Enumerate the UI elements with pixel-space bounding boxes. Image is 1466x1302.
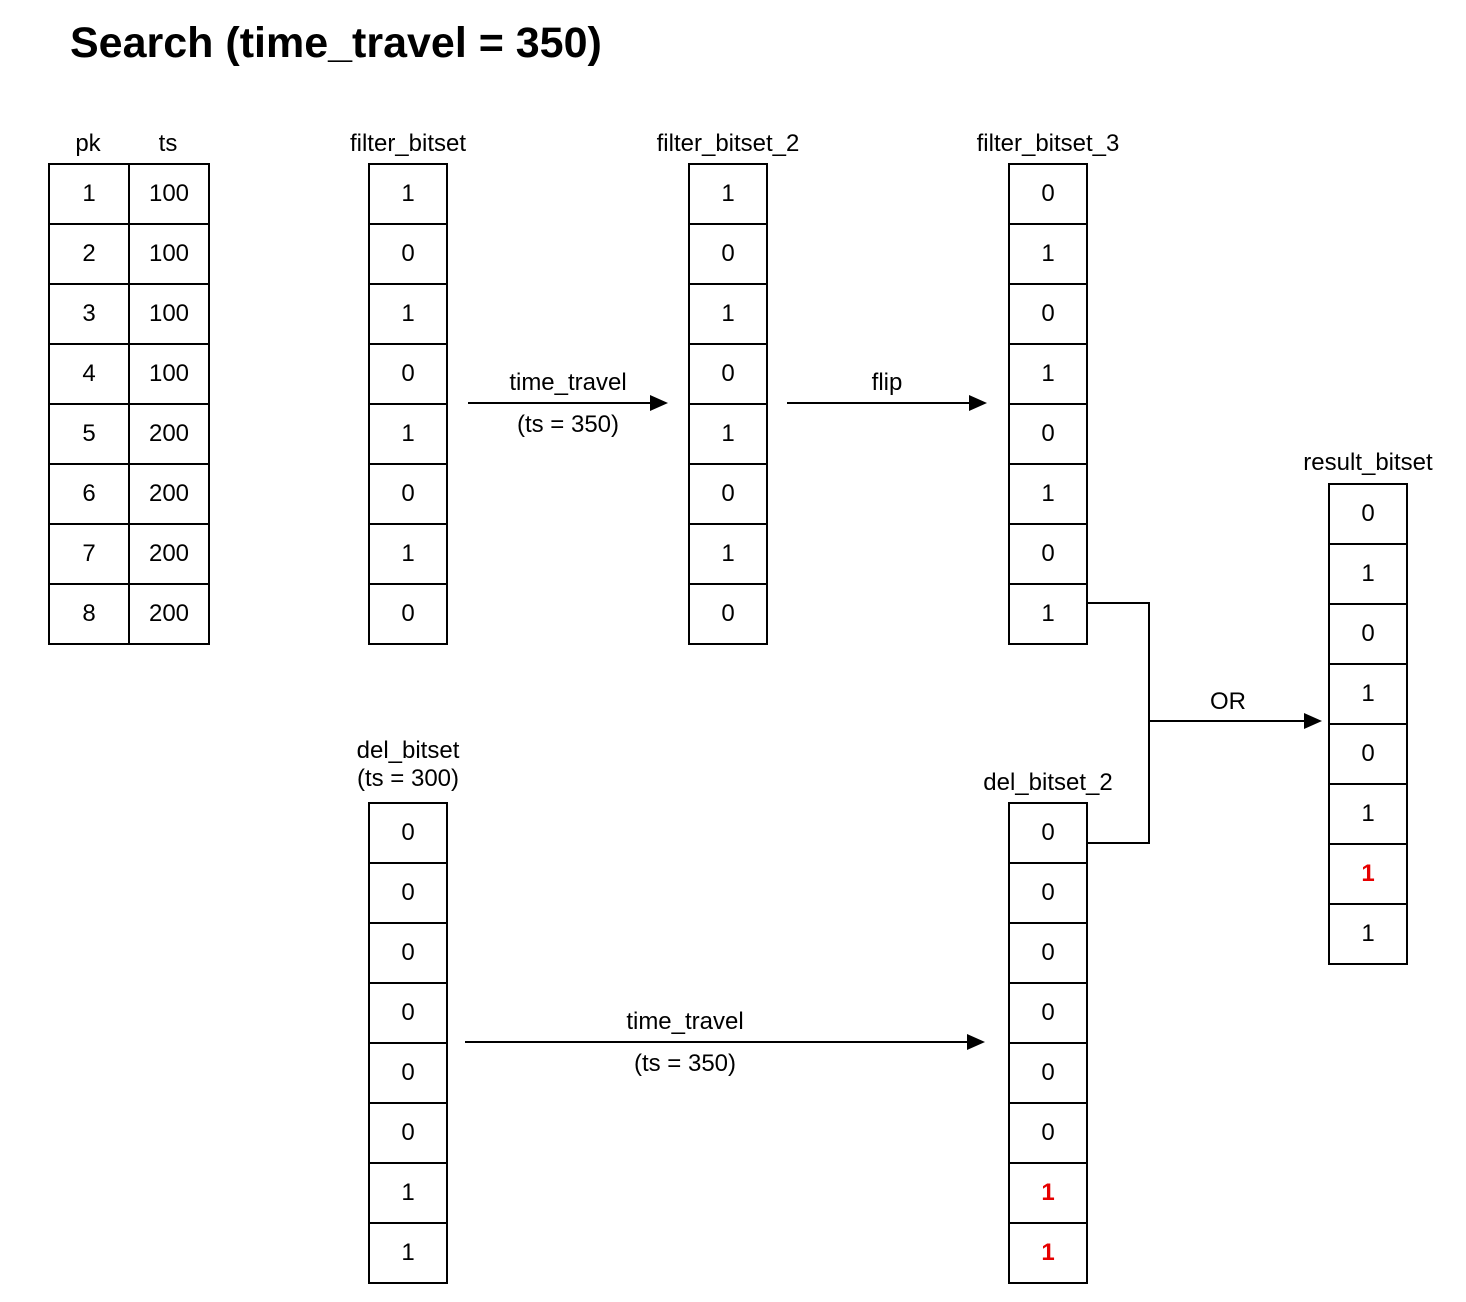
table-cell: 4 — [50, 345, 130, 405]
connector-segment-from-filter — [1088, 602, 1150, 604]
bitset-cell: 0 — [1008, 405, 1088, 465]
table-cell: 100 — [130, 285, 210, 345]
table-cell: 3 — [50, 285, 130, 345]
bitset-cell: 0 — [688, 585, 768, 645]
bitset-cell: 1 — [368, 165, 448, 225]
table-cell: 8 — [50, 585, 130, 645]
table-cell: 100 — [130, 165, 210, 225]
bitset-cell: 1 — [688, 405, 768, 465]
table-header-ts: ts — [158, 130, 178, 157]
arrow-line — [1150, 720, 1306, 722]
bitset-cell: 0 — [1328, 485, 1408, 545]
bitset-column-del-2: 0 0 0 0 0 0 1 1 — [1008, 802, 1088, 1284]
table-cell: 6 — [50, 465, 130, 525]
bitset-cell: 1 — [1008, 1224, 1088, 1284]
arrow-label: time_travel — [509, 369, 627, 396]
bitset-cell: 1 — [688, 285, 768, 345]
label-filter-bitset-3: filter_bitset_3 — [976, 130, 1120, 157]
bitset-cell: 0 — [1008, 285, 1088, 345]
arrow-sublabel: (ts = 350) — [516, 411, 620, 438]
arrow-line — [787, 402, 971, 404]
bitset-column-filter: 1 0 1 0 1 0 1 0 — [368, 163, 448, 645]
bitset-cell: 1 — [1008, 225, 1088, 285]
arrow-label: OR — [1210, 688, 1246, 715]
bitset-cell: 0 — [1008, 864, 1088, 924]
table-cell: 100 — [130, 225, 210, 285]
connector-segment-from-del — [1088, 842, 1150, 844]
arrow-line — [465, 1041, 969, 1043]
pk-ts-table: 1 100 2 100 3 100 4 100 5 200 6 200 7 20… — [48, 163, 210, 645]
bitset-cell: 0 — [1008, 1044, 1088, 1104]
bitset-cell: 0 — [368, 465, 448, 525]
bitset-cell: 1 — [1328, 905, 1408, 965]
arrow-sublabel: (ts = 350) — [633, 1050, 737, 1077]
bitset-cell: 0 — [368, 804, 448, 864]
bitset-cell: 0 — [1328, 725, 1408, 785]
bitset-cell: 0 — [368, 1044, 448, 1104]
bitset-cell: 1 — [368, 525, 448, 585]
table-cell: 2 — [50, 225, 130, 285]
label-del-bitset-2: del_bitset_2 — [983, 769, 1113, 796]
bitset-cell: 1 — [1328, 545, 1408, 605]
bitset-cell: 0 — [688, 465, 768, 525]
bitset-cell: 1 — [688, 525, 768, 585]
bitset-cell: 0 — [688, 225, 768, 285]
arrow-head-icon — [967, 1034, 985, 1050]
bitset-cell: 0 — [368, 984, 448, 1044]
bitset-cell: 0 — [1008, 804, 1088, 864]
bitset-cell: 0 — [368, 1104, 448, 1164]
bitset-cell: 1 — [1328, 845, 1408, 905]
label-result-bitset: result_bitset — [1303, 449, 1433, 476]
bitset-cell: 1 — [688, 165, 768, 225]
bitset-cell: 1 — [1008, 345, 1088, 405]
table-cell: 200 — [130, 525, 210, 585]
bitset-cell: 0 — [1008, 525, 1088, 585]
bitset-cell: 1 — [368, 1224, 448, 1284]
bitset-column-del: 0 0 0 0 0 0 1 1 — [368, 802, 448, 1284]
arrow-label: flip — [871, 369, 903, 396]
arrow-head-icon — [1304, 713, 1322, 729]
bitset-cell: 1 — [1328, 665, 1408, 725]
table-cell: 100 — [130, 345, 210, 405]
bitset-cell: 0 — [1008, 924, 1088, 984]
bitset-cell: 0 — [1008, 984, 1088, 1044]
bitset-column-filter-2: 1 0 1 0 1 0 1 0 — [688, 163, 768, 645]
label-del-bitset: del_bitset — [356, 737, 460, 764]
bitset-cell: 1 — [368, 405, 448, 465]
bitset-cell: 0 — [368, 225, 448, 285]
bitset-cell: 1 — [1008, 585, 1088, 645]
bitset-cell: 0 — [688, 345, 768, 405]
bitset-cell: 0 — [1328, 605, 1408, 665]
table-cell: 1 — [50, 165, 130, 225]
arrow-label: time_travel — [626, 1008, 744, 1035]
label-filter-bitset-2: filter_bitset_2 — [656, 130, 800, 157]
bitset-cell: 0 — [368, 345, 448, 405]
table-header-pk: pk — [75, 130, 101, 157]
bitset-cell: 1 — [368, 285, 448, 345]
arrow-line — [468, 402, 652, 404]
table-cell: 200 — [130, 465, 210, 525]
table-cell: 200 — [130, 405, 210, 465]
bitset-cell: 1 — [1328, 785, 1408, 845]
connector-segment-vertical — [1148, 602, 1150, 844]
table-cell: 200 — [130, 585, 210, 645]
bitset-column-filter-3: 0 1 0 1 0 1 0 1 — [1008, 163, 1088, 645]
bitset-cell: 1 — [1008, 465, 1088, 525]
diagram-title: Search (time_travel = 350) — [70, 19, 602, 67]
bitset-cell: 0 — [368, 585, 448, 645]
table-cell: 5 — [50, 405, 130, 465]
bitset-cell: 0 — [368, 864, 448, 924]
label-del-bitset-ts: (ts = 300) — [356, 765, 460, 792]
table-cell: 7 — [50, 525, 130, 585]
bitset-cell: 1 — [368, 1164, 448, 1224]
arrow-head-icon — [969, 395, 987, 411]
bitset-column-result: 0 1 0 1 0 1 1 1 — [1328, 483, 1408, 965]
bitset-cell: 0 — [1008, 165, 1088, 225]
label-filter-bitset: filter_bitset — [349, 130, 467, 157]
bitset-cell: 0 — [1008, 1104, 1088, 1164]
bitset-cell: 0 — [368, 924, 448, 984]
arrow-head-icon — [650, 395, 668, 411]
bitset-cell: 1 — [1008, 1164, 1088, 1224]
